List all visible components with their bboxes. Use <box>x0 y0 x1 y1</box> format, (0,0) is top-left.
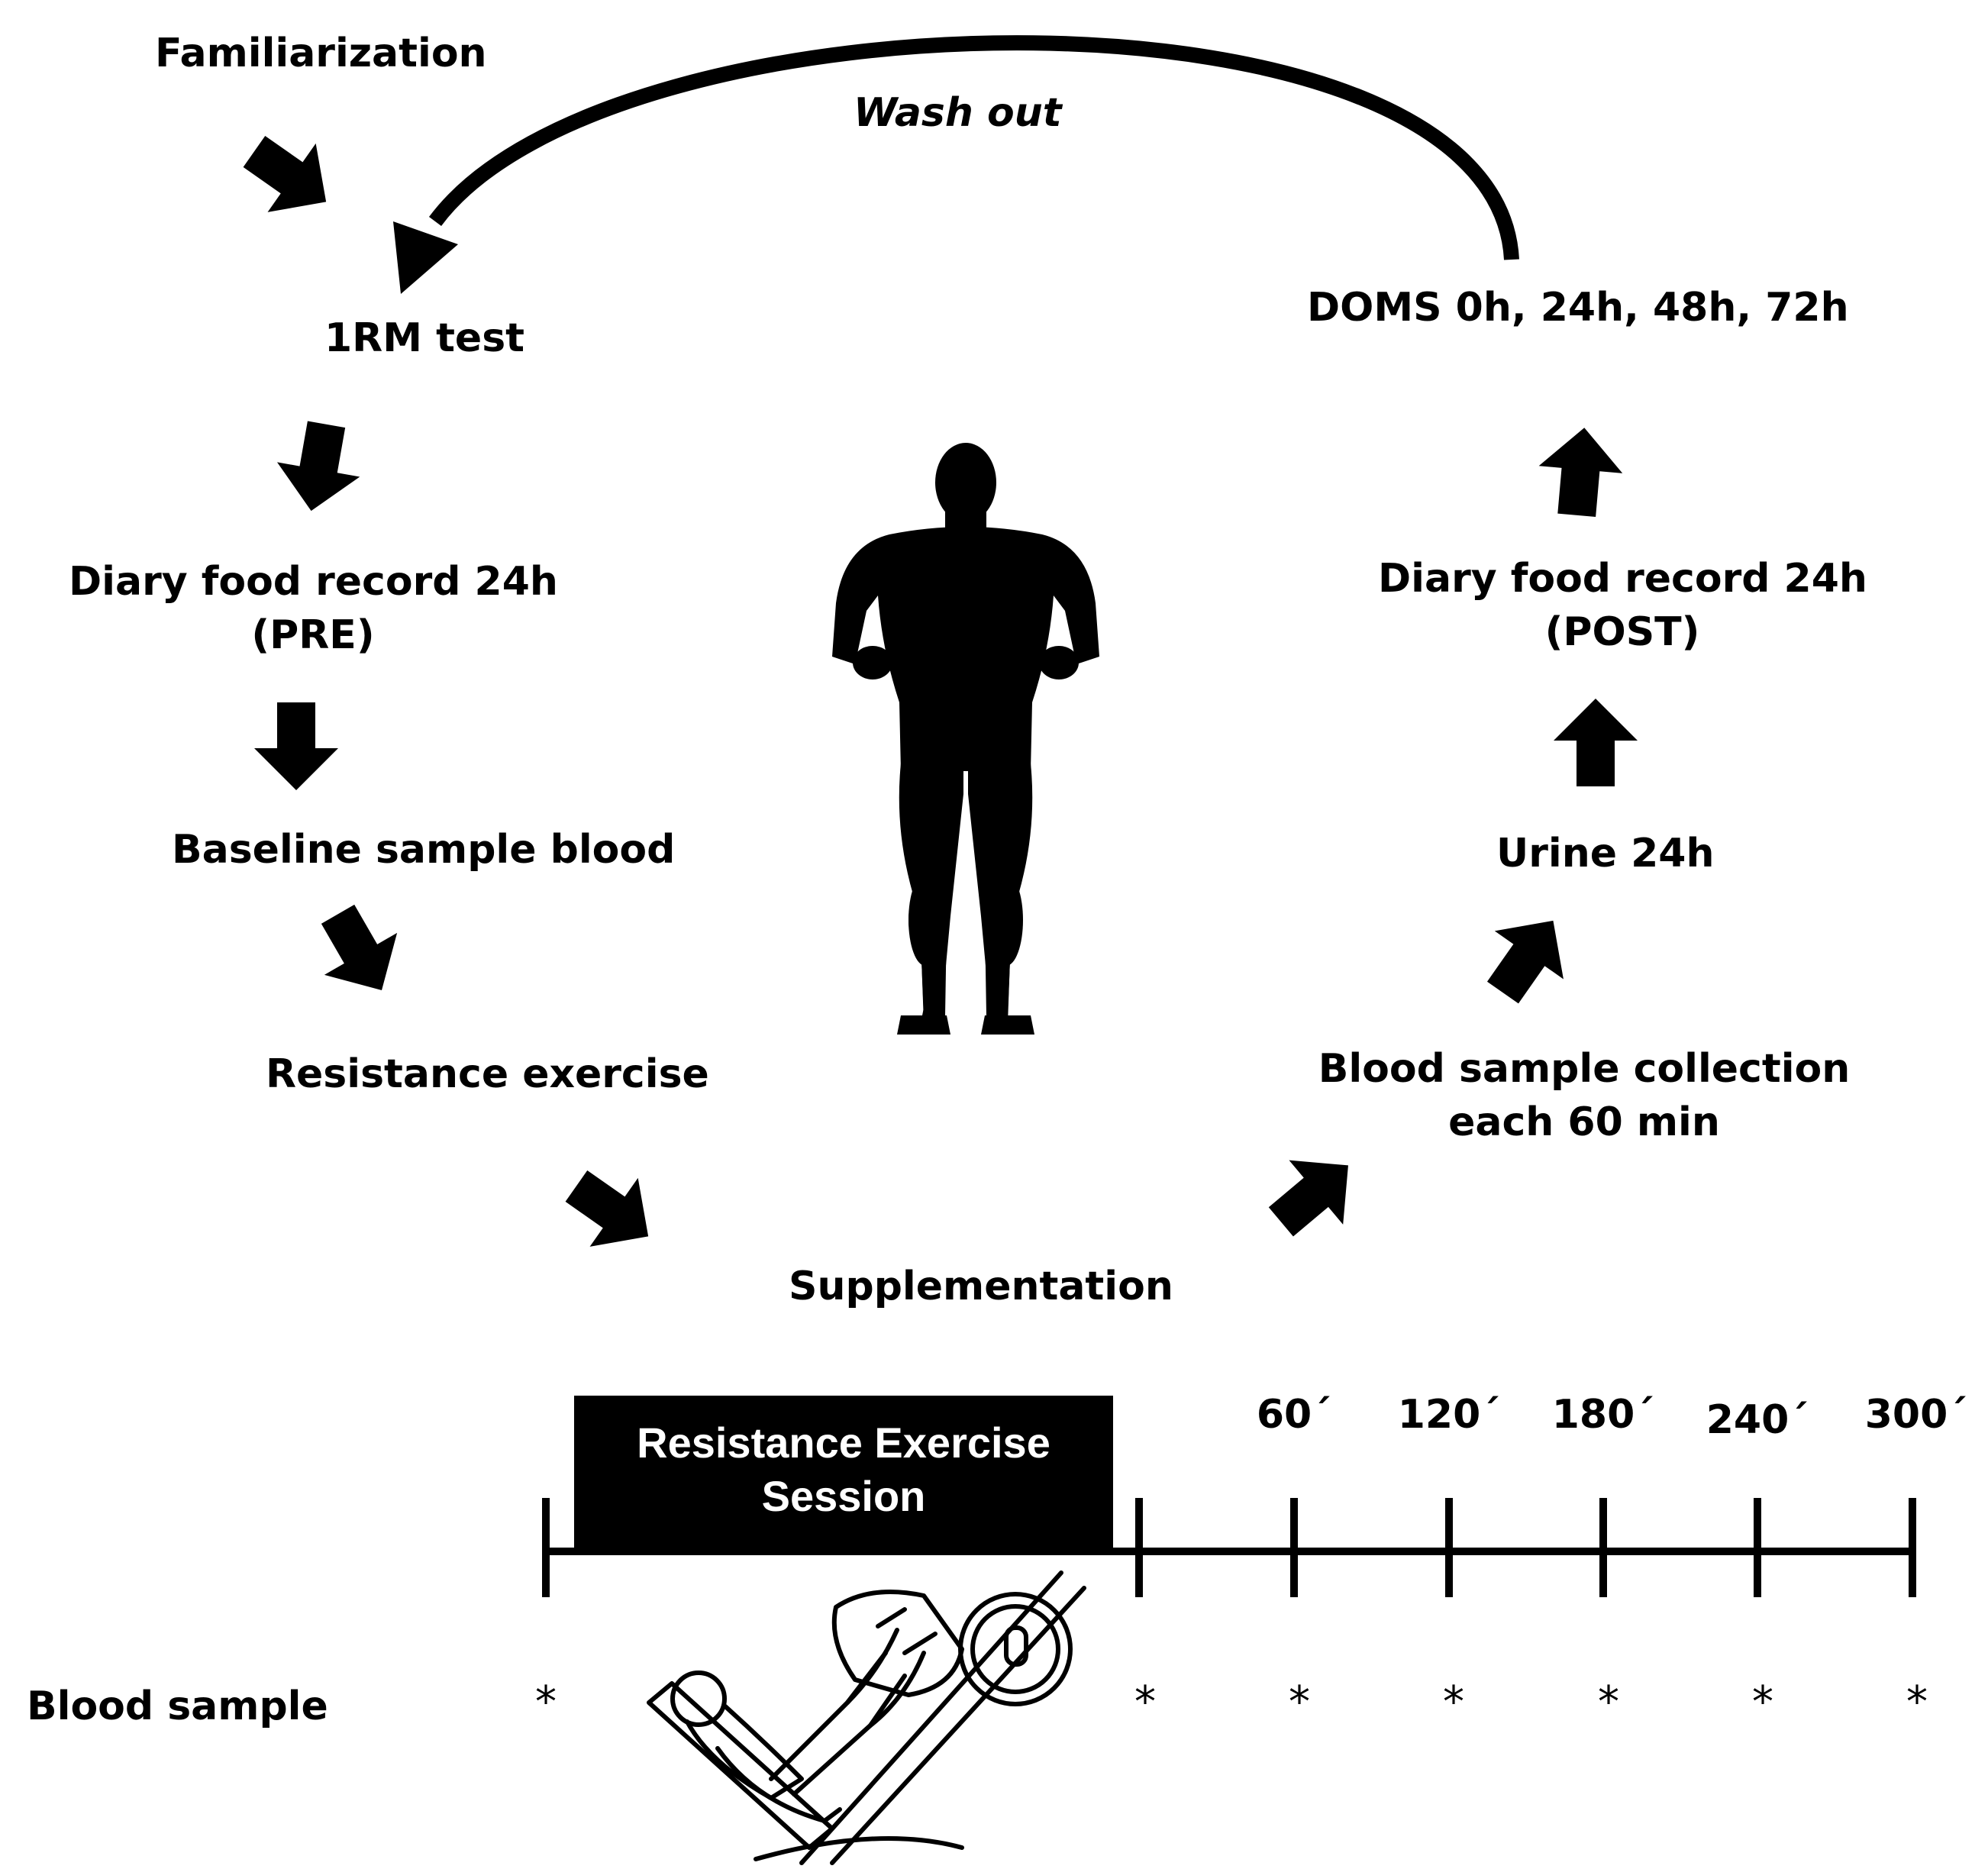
human-silhouette-icon <box>832 443 1099 1035</box>
step-urine: Urine 24h <box>1496 831 1715 876</box>
arrow-diary-pre-to-baseline <box>254 702 338 790</box>
exercise-session-line2: Session <box>761 1472 926 1520</box>
exercise-session-line1: Resistance Exercise <box>637 1419 1050 1467</box>
leg-press-icon <box>647 1570 1086 1865</box>
arrow-familiarization-to-1rm <box>230 117 350 237</box>
blood-sample-marker-300: * <box>1906 1677 1928 1727</box>
step-familiarization: Familiarization <box>155 31 487 76</box>
blood-sample-marker-120: * <box>1443 1677 1464 1727</box>
step-diary-post: Diary food record 24h (POST) <box>1378 552 1867 659</box>
blood-sample-label: Blood sample <box>27 1683 328 1729</box>
blood-sample-marker-240: * <box>1752 1677 1773 1727</box>
exercise-session-label: Resistance Exercise Session <box>574 1416 1113 1523</box>
blood-sample-marker-0: * <box>535 1677 557 1727</box>
step-blood-collection-line2: each 60 min <box>1448 1099 1720 1145</box>
time-label-120: 120´ <box>1397 1392 1501 1438</box>
blood-sample-marker-180: * <box>1598 1677 1619 1727</box>
step-blood-collection-line1: Blood sample collection <box>1318 1046 1851 1092</box>
step-diary-post-line1: Diary food record 24h <box>1378 556 1867 602</box>
step-resistance-exercise: Resistance exercise <box>266 1051 709 1097</box>
step-doms: DOMS 0h, 24h, 48h, 72h <box>1307 285 1849 331</box>
washout-curve <box>428 35 1519 260</box>
step-diary-post-line2: (POST) <box>1544 609 1700 655</box>
step-supplementation: Supplementation <box>789 1264 1173 1309</box>
arrow-baseline-to-resistance <box>301 893 418 1012</box>
washout-arrowhead <box>393 221 458 294</box>
arrow-urine-to-diary-post <box>1554 699 1638 786</box>
time-label-300: 300´ <box>1864 1392 1968 1438</box>
time-label-180: 180´ <box>1551 1392 1655 1438</box>
blood-sample-marker-60: * <box>1289 1677 1310 1727</box>
arrow-resistance-to-supplementation <box>552 1151 673 1271</box>
timeline <box>542 1396 1916 1597</box>
step-diary-pre-line2: (PRE) <box>251 612 375 658</box>
arrow-blood-to-urine <box>1468 896 1588 1017</box>
time-label-240: 240´ <box>1706 1397 1809 1443</box>
step-diary-pre: Diary food record 24h (PRE) <box>69 555 558 662</box>
arrow-supplementation-to-blood <box>1254 1133 1376 1254</box>
washout-label: Wash out <box>854 90 1062 136</box>
arrow-diary-post-to-doms <box>1535 424 1627 519</box>
step-diary-pre-line1: Diary food record 24h <box>69 559 558 605</box>
exercise-session-box <box>574 1396 1113 1551</box>
step-baseline-blood: Baseline sample blood <box>172 827 676 873</box>
blood-sample-marker-post: * <box>1134 1677 1156 1727</box>
time-label-60: 60´ <box>1256 1392 1332 1438</box>
step-blood-collection: Blood sample collection each 60 min <box>1317 1042 1851 1149</box>
arrow-1rm-to-diary-pre <box>269 417 368 518</box>
step-1rm-test: 1RM test <box>324 315 525 361</box>
